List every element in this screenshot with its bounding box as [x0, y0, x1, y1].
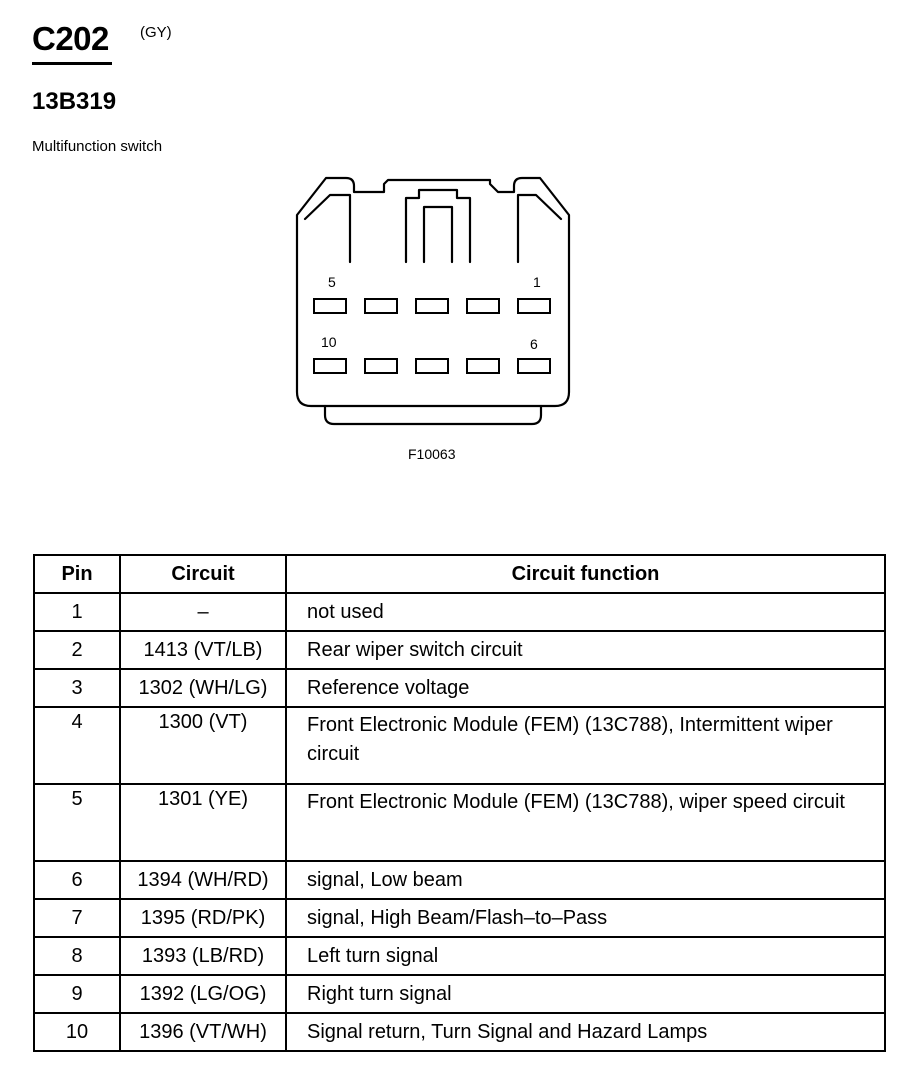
right-inner-wall	[516, 193, 563, 264]
pin-cell: 6	[33, 860, 121, 900]
function-cell: signal, Low beam	[285, 860, 886, 900]
circuit-cell: 1393 (LB/RD)	[119, 936, 287, 976]
circuit-cell: 1395 (RD/PK)	[119, 898, 287, 938]
pin-cavity-1	[517, 298, 551, 314]
header-circuit: Circuit	[119, 554, 287, 594]
circuit-cell: 1301 (YE)	[119, 783, 287, 862]
function-cell: Front Electronic Module (FEM) (13C788), …	[285, 783, 886, 862]
figure-id: F10063	[408, 446, 456, 462]
function-cell: Signal return, Turn Signal and Hazard La…	[285, 1012, 886, 1052]
circuit-cell: –	[119, 592, 287, 632]
pin-cavity-3	[415, 298, 449, 314]
locking-tab-inner	[422, 205, 454, 264]
function-cell: Right turn signal	[285, 974, 886, 1014]
pin-cell: 1	[33, 592, 121, 632]
circuit-cell: 1413 (VT/LB)	[119, 630, 287, 670]
table-row: 9 1392 (LG/OG) Right turn signal	[33, 974, 886, 1014]
pin-cell: 9	[33, 974, 121, 1014]
table-row: 2 1413 (VT/LB) Rear wiper switch circuit	[33, 630, 886, 670]
locking-tab	[404, 188, 472, 264]
pin-label-1: 1	[533, 274, 541, 290]
pin-table: Pin Circuit Circuit function 1 – not use…	[33, 554, 886, 1052]
pin-label-10: 10	[321, 334, 337, 350]
function-cell: Front Electronic Module (FEM) (13C788), …	[285, 706, 886, 785]
connector-face-diagram: 5 1 10 6	[295, 176, 571, 426]
circuit-cell: 1396 (VT/WH)	[119, 1012, 287, 1052]
pin-cell: 10	[33, 1012, 121, 1052]
pin-table-header-row: Pin Circuit Circuit function	[33, 554, 886, 594]
pin-cavity-4	[364, 298, 398, 314]
circuit-cell: 1300 (VT)	[119, 706, 287, 785]
connector-housing-outline	[295, 176, 571, 426]
component-name: Multifunction switch	[32, 138, 163, 155]
pin-cavity-7	[466, 358, 500, 374]
pin-cell: 4	[33, 706, 121, 785]
table-row: 10 1396 (VT/WH) Signal return, Turn Sign…	[33, 1012, 886, 1052]
pin-label-5: 5	[328, 274, 336, 290]
pin-cavity-9	[364, 358, 398, 374]
function-cell: signal, High Beam/Flash–to–Pass	[285, 898, 886, 938]
pin-cavity-5	[313, 298, 347, 314]
connector-id-underline	[32, 62, 112, 65]
function-cell: not used	[285, 592, 886, 632]
table-row: 5 1301 (YE) Front Electronic Module (FEM…	[33, 783, 886, 862]
pin-cavity-8	[415, 358, 449, 374]
connector-id: C202	[32, 20, 109, 57]
pin-cell: 3	[33, 668, 121, 708]
table-row: 7 1395 (RD/PK) signal, High Beam/Flash–t…	[33, 898, 886, 938]
pin-cell: 8	[33, 936, 121, 976]
table-row: 1 – not used	[33, 592, 886, 632]
circuit-cell: 1302 (WH/LG)	[119, 668, 287, 708]
pin-cell: 7	[33, 898, 121, 938]
pin-label-6: 6	[530, 336, 538, 352]
header-pin: Pin	[33, 554, 121, 594]
header-circuit-function: Circuit function	[285, 554, 886, 594]
pin-cavity-10	[313, 358, 347, 374]
left-inner-wall	[303, 193, 352, 264]
circuit-cell: 1392 (LG/OG)	[119, 974, 287, 1014]
table-row: 8 1393 (LB/RD) Left turn signal	[33, 936, 886, 976]
table-row: 6 1394 (WH/RD) signal, Low beam	[33, 860, 886, 900]
part-number: 13B319	[32, 88, 117, 115]
function-cell: Reference voltage	[285, 668, 886, 708]
table-row: 4 1300 (VT) Front Electronic Module (FEM…	[33, 706, 886, 785]
table-row: 3 1302 (WH/LG) Reference voltage	[33, 668, 886, 708]
circuit-cell: 1394 (WH/RD)	[119, 860, 287, 900]
pin-cell: 5	[33, 783, 121, 862]
pin-cavity-2	[466, 298, 500, 314]
pin-cavity-6	[517, 358, 551, 374]
pin-cell: 2	[33, 630, 121, 670]
function-cell: Left turn signal	[285, 936, 886, 976]
connector-color: (GY)	[140, 24, 172, 41]
function-cell: Rear wiper switch circuit	[285, 630, 886, 670]
